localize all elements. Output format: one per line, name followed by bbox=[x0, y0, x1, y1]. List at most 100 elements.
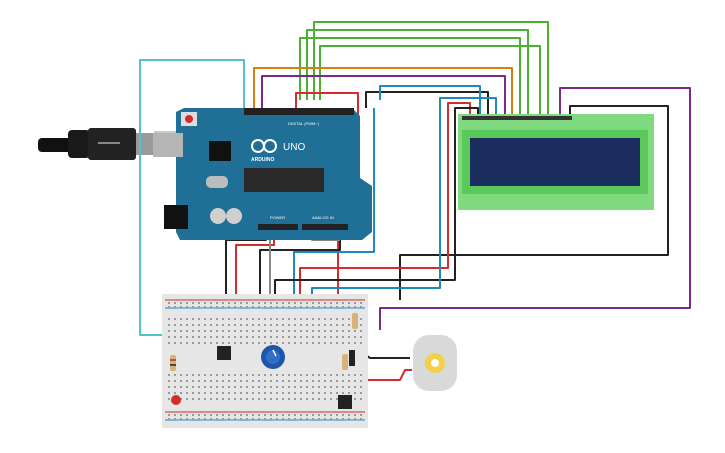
breadboard-hole bbox=[246, 392, 248, 394]
digital-header-label: DIGITAL (PWM~) bbox=[288, 121, 320, 126]
breadboard-hole bbox=[240, 392, 242, 394]
breadboard-hole bbox=[276, 414, 278, 416]
breadboard-hole bbox=[288, 330, 290, 332]
breadboard-hole bbox=[342, 380, 344, 382]
breadboard-hole bbox=[168, 392, 170, 394]
breadboard-hole bbox=[198, 342, 200, 344]
breadboard-hole bbox=[192, 386, 194, 388]
breadboard-hole bbox=[294, 306, 296, 308]
breadboard-hole bbox=[210, 302, 212, 304]
arduino-uno-board[interactable]: DIGITAL (PWM~) ARDUINO UNO POWER ANALOG … bbox=[153, 108, 372, 240]
resistor-3 bbox=[342, 354, 348, 370]
breadboard-hole bbox=[300, 318, 302, 320]
breadboard-hole bbox=[204, 342, 206, 344]
breadboard-hole bbox=[318, 374, 320, 376]
breadboard-hole bbox=[294, 330, 296, 332]
breadboard-hole bbox=[336, 418, 338, 420]
breadboard-hole bbox=[180, 324, 182, 326]
breadboard-hole bbox=[264, 414, 266, 416]
breadboard-hole bbox=[204, 336, 206, 338]
breadboard-hole bbox=[210, 374, 212, 376]
breadboard-hole bbox=[270, 302, 272, 304]
breadboard-hole bbox=[234, 336, 236, 338]
breadboard-hole bbox=[330, 392, 332, 394]
breadboard-hole bbox=[264, 374, 266, 376]
breadboard-hole bbox=[300, 330, 302, 332]
breadboard-hole bbox=[360, 306, 362, 308]
breadboard-hole bbox=[288, 374, 290, 376]
breadboard-hole bbox=[252, 306, 254, 308]
breadboard-hole bbox=[330, 374, 332, 376]
breadboard-hole bbox=[348, 392, 350, 394]
breadboard-hole bbox=[294, 342, 296, 344]
breadboard-hole bbox=[324, 336, 326, 338]
breadboard-hole bbox=[222, 302, 224, 304]
breadboard-hole bbox=[336, 342, 338, 344]
breadboard-hole bbox=[282, 302, 284, 304]
breadboard-hole bbox=[180, 330, 182, 332]
breadboard-hole bbox=[198, 374, 200, 376]
breadboard-hole bbox=[312, 386, 314, 388]
arduino-brand: ARDUINO bbox=[251, 157, 274, 163]
breadboard-hole bbox=[288, 392, 290, 394]
breadboard-hole bbox=[246, 374, 248, 376]
breadboard-hole bbox=[252, 392, 254, 394]
breadboard-hole bbox=[342, 386, 344, 388]
breadboard-hole bbox=[306, 306, 308, 308]
breadboard-hole bbox=[252, 374, 254, 376]
breadboard-hole bbox=[348, 318, 350, 320]
breadboard-hole bbox=[258, 342, 260, 344]
breadboard-hole bbox=[312, 342, 314, 344]
breadboard-hole bbox=[330, 324, 332, 326]
breadboard-hole bbox=[318, 330, 320, 332]
breadboard-hole bbox=[180, 318, 182, 320]
breadboard-hole bbox=[288, 302, 290, 304]
breadboard-hole bbox=[324, 342, 326, 344]
breadboard-hole bbox=[174, 414, 176, 416]
breadboard-hole bbox=[186, 380, 188, 382]
breadboard-hole bbox=[312, 324, 314, 326]
breadboard-hole bbox=[168, 398, 170, 400]
breadboard-hole bbox=[312, 336, 314, 338]
breadboard-hole bbox=[228, 306, 230, 308]
breadboard-hole bbox=[306, 302, 308, 304]
breadboard-hole bbox=[240, 386, 242, 388]
breadboard-hole bbox=[312, 330, 314, 332]
breadboard-hole bbox=[204, 302, 206, 304]
breadboard-hole bbox=[342, 336, 344, 338]
breadboard-hole bbox=[258, 392, 260, 394]
breadboard-hole bbox=[234, 398, 236, 400]
breadboard-hole bbox=[288, 414, 290, 416]
potentiometer[interactable] bbox=[261, 345, 285, 369]
breadboard-hole bbox=[216, 392, 218, 394]
breadboard-hole bbox=[198, 302, 200, 304]
lcd-16x2[interactable] bbox=[458, 114, 654, 210]
breadboard-hole bbox=[174, 392, 176, 394]
breadboard-hole bbox=[258, 398, 260, 400]
breadboard-hole bbox=[210, 418, 212, 420]
breadboard-hole bbox=[318, 380, 320, 382]
breadboard-hole bbox=[246, 324, 248, 326]
breadboard-hole bbox=[342, 342, 344, 344]
breadboard-hole bbox=[264, 302, 266, 304]
breadboard-hole bbox=[258, 302, 260, 304]
breadboard-hole bbox=[294, 318, 296, 320]
breadboard-hole bbox=[210, 392, 212, 394]
breadboard-hole bbox=[186, 324, 188, 326]
breadboard-hole bbox=[228, 342, 230, 344]
breadboard-hole bbox=[180, 380, 182, 382]
breadboard-hole bbox=[270, 330, 272, 332]
breadboard-hole bbox=[264, 306, 266, 308]
breadboard-hole bbox=[186, 398, 188, 400]
breadboard-hole bbox=[306, 414, 308, 416]
breadboard-hole bbox=[264, 324, 266, 326]
dc-motor[interactable] bbox=[413, 335, 457, 391]
breadboard-hole bbox=[210, 306, 212, 308]
breadboard-hole bbox=[240, 380, 242, 382]
led-red bbox=[171, 395, 181, 405]
breadboard-hole bbox=[198, 414, 200, 416]
breadboard-hole bbox=[270, 414, 272, 416]
breadboard-hole bbox=[300, 414, 302, 416]
breadboard-hole bbox=[300, 386, 302, 388]
breadboard-hole bbox=[252, 386, 254, 388]
